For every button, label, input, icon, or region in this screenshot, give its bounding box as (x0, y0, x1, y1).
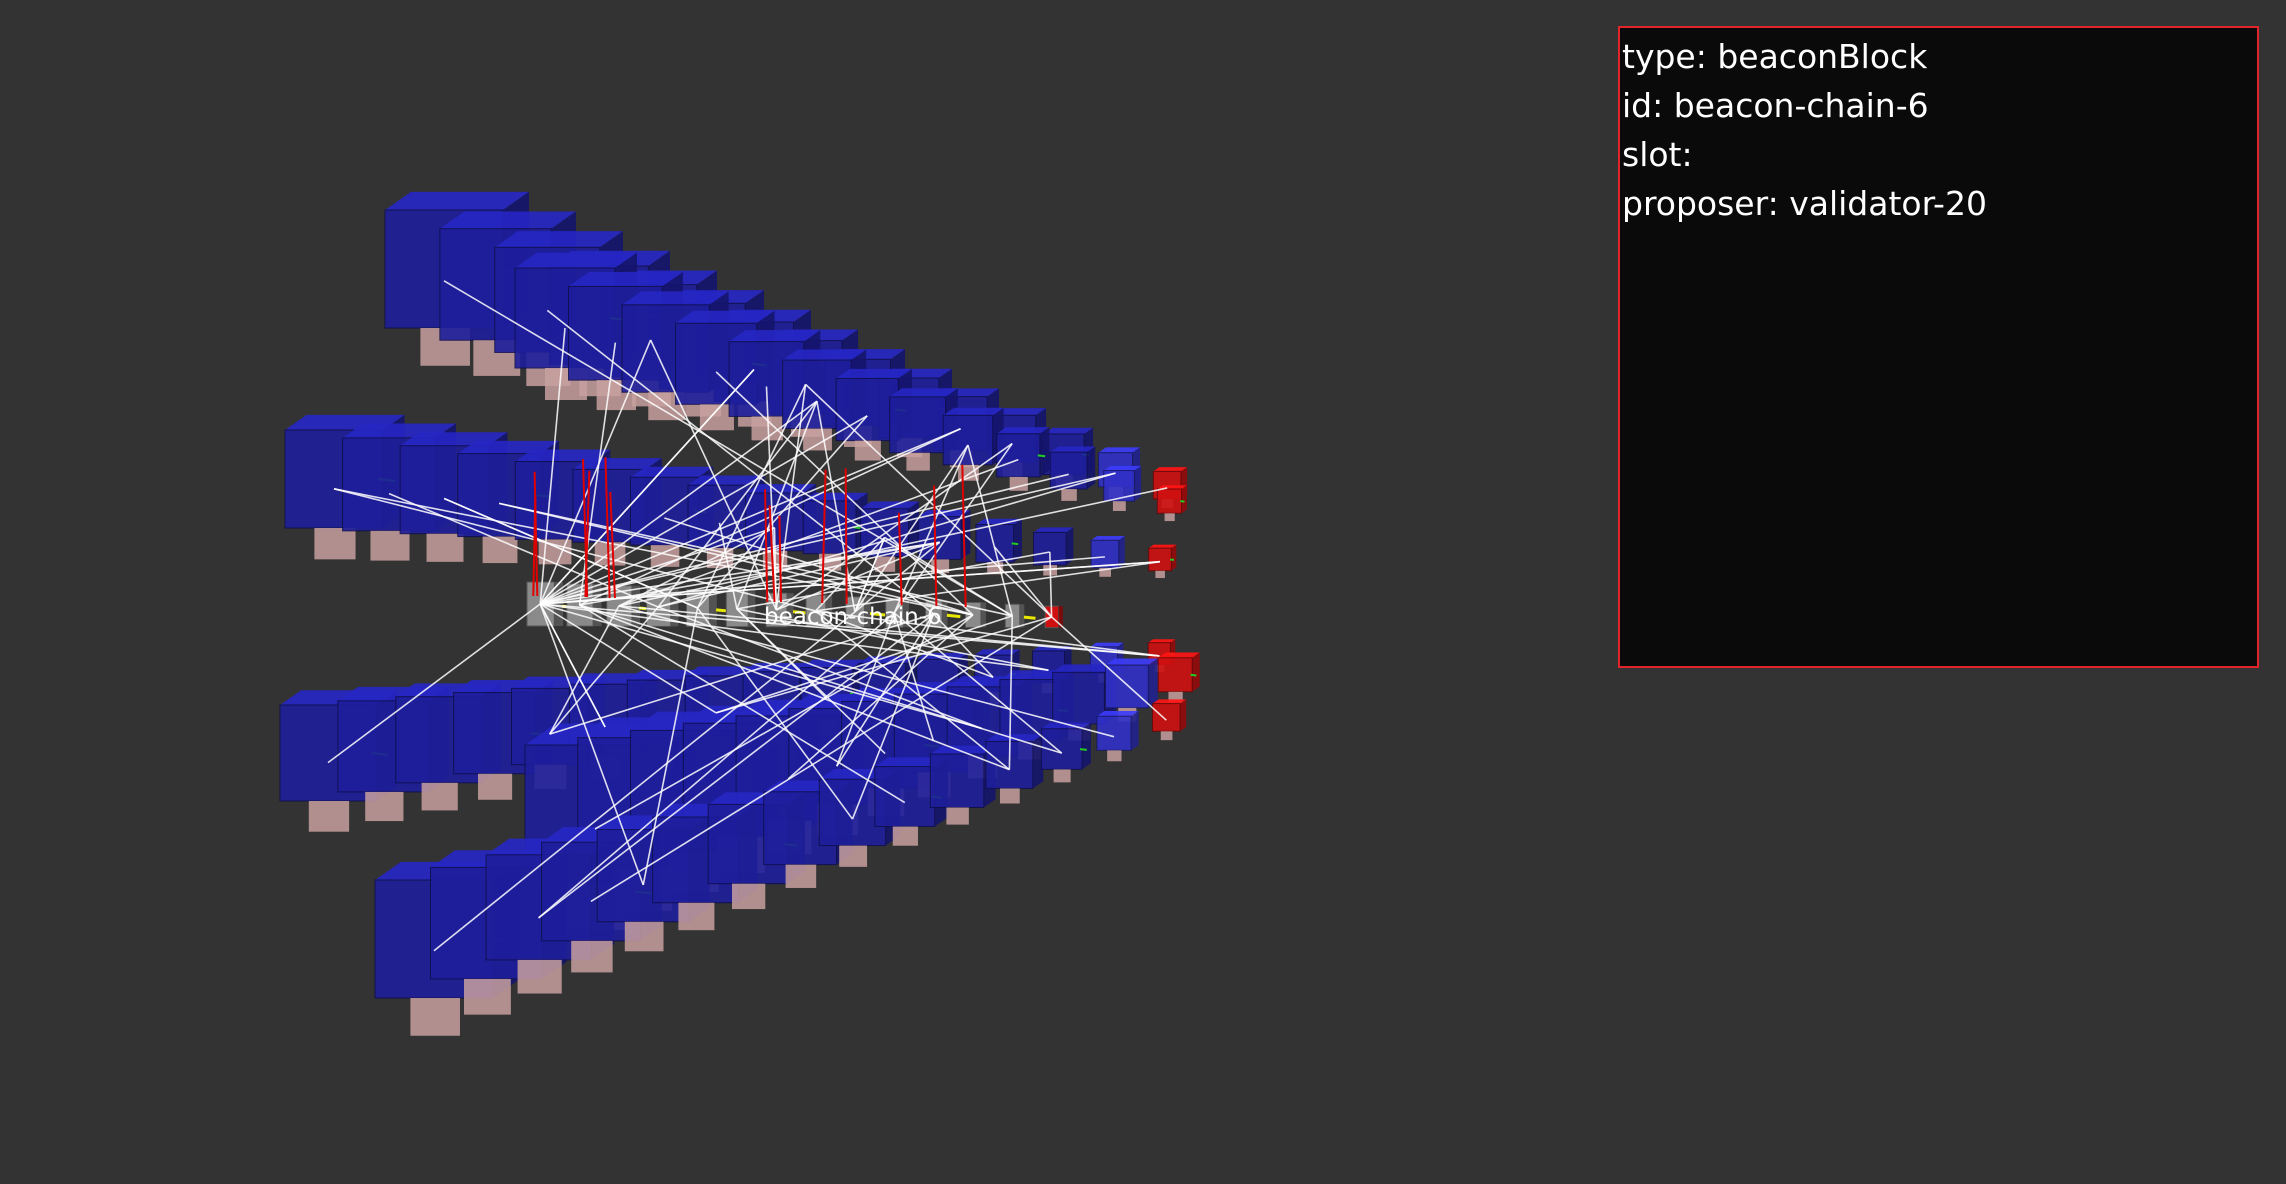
proposer-link (1191, 675, 1197, 676)
validator-base (422, 783, 458, 811)
validator-cube-side (1014, 519, 1022, 563)
info-id: id: beacon-chain-6 (1622, 81, 2257, 130)
validator-cube-side (1182, 485, 1187, 513)
validator-base (410, 998, 460, 1036)
validator-base (1061, 489, 1077, 501)
validator-base (1000, 788, 1020, 803)
validator-base (464, 979, 511, 1015)
validator-cube (976, 525, 1014, 563)
validator-base (427, 534, 464, 562)
validator-base (625, 922, 664, 952)
validator-base (478, 774, 512, 800)
validator-base (571, 941, 612, 973)
validator-base (314, 528, 355, 559)
validator-base (906, 453, 929, 471)
validator-cube (1152, 704, 1180, 732)
validator-cube (875, 767, 935, 827)
validator-cube-side (1131, 711, 1139, 750)
validator-base (365, 792, 403, 821)
chain-link (1024, 617, 1036, 618)
validator-base (946, 807, 968, 824)
vote-line (934, 485, 936, 605)
selected-node-label: beacon-chain-6 (764, 604, 942, 630)
blockchain-3d-graph[interactable] (0, 0, 1600, 1180)
validator-cube (1158, 658, 1192, 692)
validator-cube-side (1040, 427, 1050, 477)
proposer-link (1080, 749, 1087, 750)
validator-cube-side (1171, 545, 1176, 571)
validator-base (370, 531, 409, 561)
validator-base (1054, 769, 1071, 782)
validator-cube (890, 397, 946, 453)
validator-cube-side (1180, 699, 1186, 731)
validator-cube-side (1119, 536, 1125, 568)
validator-cube (943, 415, 993, 465)
validator-base (839, 846, 867, 867)
validator-cube-side (1134, 466, 1141, 501)
chain-link (947, 615, 960, 616)
beacon-block-side (981, 602, 986, 627)
beacon-block-side (1020, 604, 1025, 627)
validator-cube (836, 378, 898, 440)
validator-base (518, 960, 562, 994)
proposer-link (1012, 543, 1018, 544)
validator-base (1165, 513, 1175, 521)
vote-line (846, 468, 847, 603)
proposer-link (1038, 455, 1045, 456)
validator-base (678, 903, 714, 930)
validator-base (1107, 750, 1121, 761)
validator-base (1155, 571, 1165, 578)
validator-base (786, 865, 817, 888)
validator-cube (1091, 540, 1119, 568)
validator-cube (1149, 548, 1172, 571)
info-type: type: beaconBlock (1622, 32, 2257, 81)
info-slot: slot: (1622, 130, 2257, 179)
validator-cube-side (1148, 658, 1157, 707)
validator-base (309, 801, 349, 832)
3d-scene-viewport[interactable]: beacon-chain-6 (0, 0, 1600, 1180)
node-info-panel: type: beaconBlock id: beacon-chain-6 slo… (1618, 26, 2259, 668)
validator-base (1113, 501, 1126, 511)
info-proposer: proposer: validator-20 (1622, 179, 2257, 228)
validator-cube (918, 517, 961, 560)
validator-cube-side (1087, 446, 1095, 489)
validator-cube-side (1192, 653, 1199, 692)
validator-cube (930, 754, 983, 807)
validator-base (1161, 731, 1173, 740)
validator-base (732, 884, 765, 909)
beacon-block-side (632, 586, 640, 627)
validator-cube (1157, 489, 1181, 513)
validator-base (893, 827, 918, 846)
